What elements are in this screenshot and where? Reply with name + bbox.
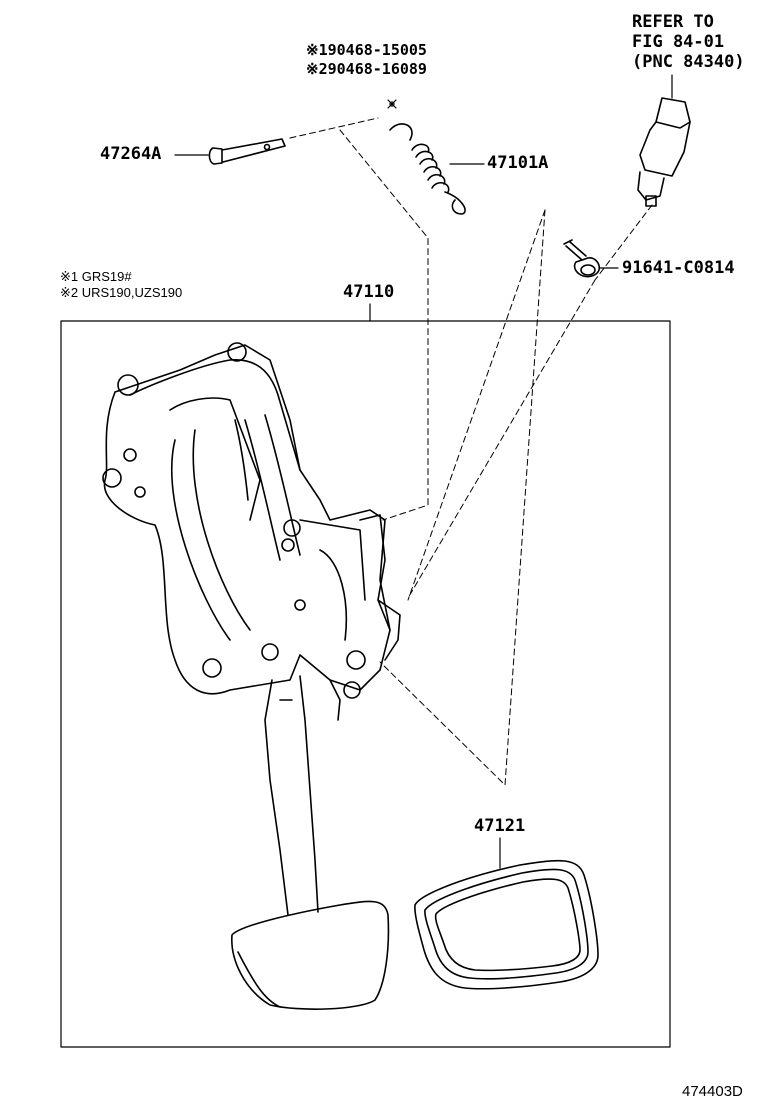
stop-lamp-switch (637, 74, 691, 207)
clip-part (387, 99, 397, 109)
label-91641-C0814: 91641-C0814 (622, 258, 735, 278)
assembly-frame (60, 320, 671, 1048)
refer-line-2: FIG 84-01 (632, 32, 725, 52)
refer-line-3: (PNC 84340) (632, 52, 745, 72)
legend-line-1: ※1 GRS19# (60, 269, 132, 284)
refer-line-1: REFER TO (632, 12, 714, 32)
note-part-1: ※190468-15005 (306, 41, 427, 59)
brake-pedal-arm (231, 675, 390, 1010)
legend-line-2: ※2 URS190,UZS190 (60, 285, 183, 300)
label-47121: 47121 (474, 816, 526, 836)
spring-part (389, 123, 485, 215)
label-47101A: 47101A (487, 153, 549, 173)
bolt-part (563, 239, 619, 278)
label-47110: 47110 (343, 282, 395, 302)
pedal-bracket (102, 342, 401, 699)
pedal-pad-part (414, 837, 599, 990)
pin-part (174, 138, 286, 165)
dashed-guides (289, 117, 653, 786)
note-part-2: ※290468-16089 (306, 60, 427, 78)
label-47264A: 47264A (100, 144, 162, 164)
figure-code: 474403D (682, 1083, 743, 1100)
